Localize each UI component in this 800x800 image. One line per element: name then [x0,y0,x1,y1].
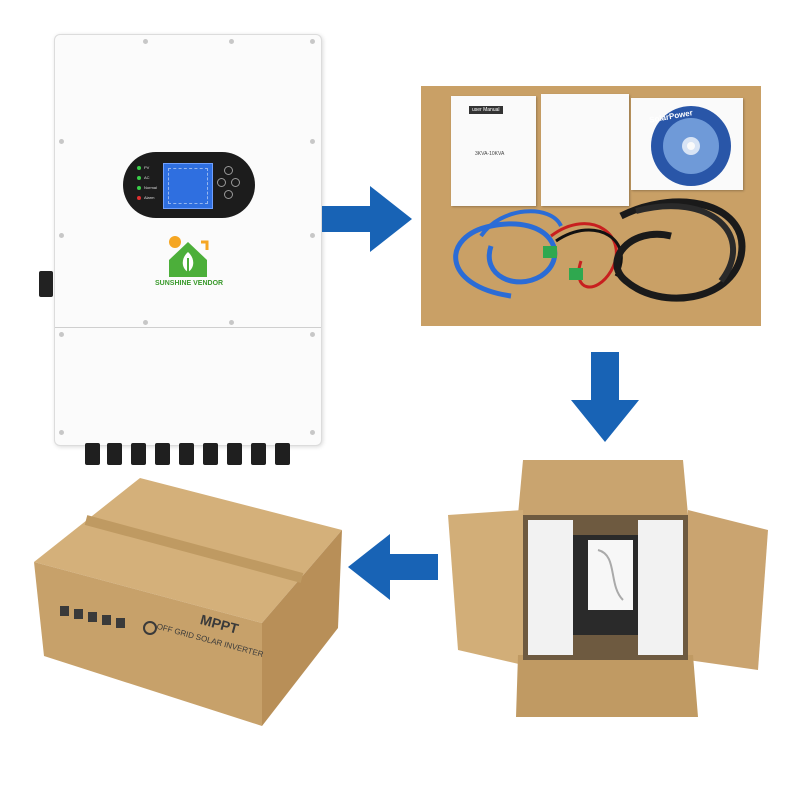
control-panel: PV AC Normal Alarm [123,152,255,218]
shipping-box: MPPT OFF GRID SOLAR INVERTER [30,478,350,728]
led-label-alarm: Alarm [144,195,155,200]
led-label-ac: AC [144,175,150,180]
arrow-right-icon [322,186,412,252]
side-switch [39,271,53,297]
cable-glands [85,443,290,465]
led-label-pv: PV [144,165,150,170]
manual-title: user Manual [469,106,503,114]
lcd-screen [163,163,213,209]
panel-seam [55,327,321,328]
manual-subtitle: 3KVA-10KVA [475,151,505,157]
accessories-photo: user Manual 3KVA-10KVA SolarPower [421,86,761,326]
inverter-unit: PV AC Normal Alarm SUNSHINE VENDOR [39,34,322,465]
sunshine-vendor-logo [169,236,209,277]
led-label-normal: Normal [144,185,157,190]
arrow-left-icon [348,534,438,600]
open-box-photo [448,455,768,720]
warranty-sheet [541,94,629,206]
cd-sleeve: SolarPower [631,98,743,190]
user-manual: user Manual 3KVA-10KVA [451,96,536,206]
software-cd [651,106,731,186]
cables [453,198,746,302]
brand-logo-text: SUNSHINE VENDOR [155,280,224,287]
arrow-down-icon [571,352,639,442]
